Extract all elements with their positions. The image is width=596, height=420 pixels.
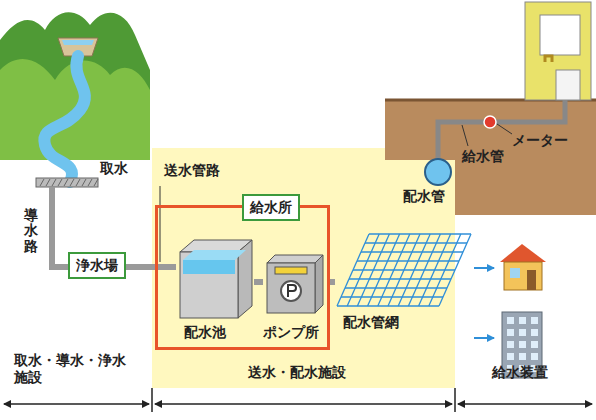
- facility-region: [152, 148, 455, 388]
- ground: [385, 100, 596, 215]
- supply-arrow: [474, 267, 494, 269]
- sink: [556, 70, 580, 100]
- intake-structure: [36, 178, 98, 187]
- meter-label: メーター: [512, 132, 568, 149]
- water-meter: [484, 116, 496, 128]
- pump-label: ポンプ所: [263, 324, 319, 341]
- reservoir-tank: 配水池: [176, 238, 254, 346]
- conduit-label: 導水路: [24, 208, 38, 254]
- house-window: [510, 268, 520, 278]
- divider: [151, 388, 153, 412]
- supply-arrow: [474, 337, 494, 339]
- intake-hatch: [40, 179, 98, 186]
- building-windows: [507, 317, 538, 372]
- pipe-connector: [126, 264, 176, 270]
- process-box: 浄水場: [68, 252, 126, 279]
- house-door: [527, 270, 536, 290]
- pipe-route-label: 送水管路: [164, 162, 220, 179]
- pipe-connector: [254, 279, 263, 285]
- range-arrow: [458, 403, 592, 405]
- group-heading: 給水所: [242, 194, 300, 221]
- conduit-pipe: [52, 187, 68, 267]
- network-label: 配水管網: [343, 314, 399, 331]
- section-label: 給水装置: [492, 364, 548, 381]
- pump-drawing: [263, 253, 327, 315]
- facility-group: 給水所配水池ポンプ所: [155, 205, 330, 350]
- pipe-section: [405, 158, 465, 188]
- mountain: [0, 12, 150, 160]
- distribution-main: 配水管: [405, 158, 465, 207]
- range-arrow: [155, 403, 452, 405]
- window: [540, 15, 580, 55]
- section-label: 取水・導水・浄水施設: [14, 352, 134, 386]
- reservoir-water: [62, 40, 94, 45]
- leader-line: [160, 186, 161, 262]
- building: [525, 2, 591, 100]
- leader-line: [462, 125, 468, 146]
- divider: [454, 388, 456, 412]
- tank-label: 配水池: [184, 324, 226, 341]
- house-roof: [500, 244, 546, 262]
- leader-line: [497, 124, 512, 134]
- pump-station: ポンプ所: [263, 253, 327, 346]
- box-label: 浄水場: [76, 257, 118, 274]
- river: [44, 56, 85, 182]
- section-label: 送水・配水施設: [248, 364, 346, 381]
- house: [504, 262, 542, 290]
- distribution-network: 配水管網: [335, 230, 475, 335]
- intake-label: 取水: [100, 160, 128, 177]
- pipe-grid: [335, 230, 475, 312]
- service-pipe-label: 給水管: [462, 148, 504, 165]
- tank-drawing: [176, 238, 254, 320]
- faucet: [545, 56, 552, 62]
- range-arrow: [4, 403, 149, 405]
- pipe-label: 配水管: [403, 188, 445, 205]
